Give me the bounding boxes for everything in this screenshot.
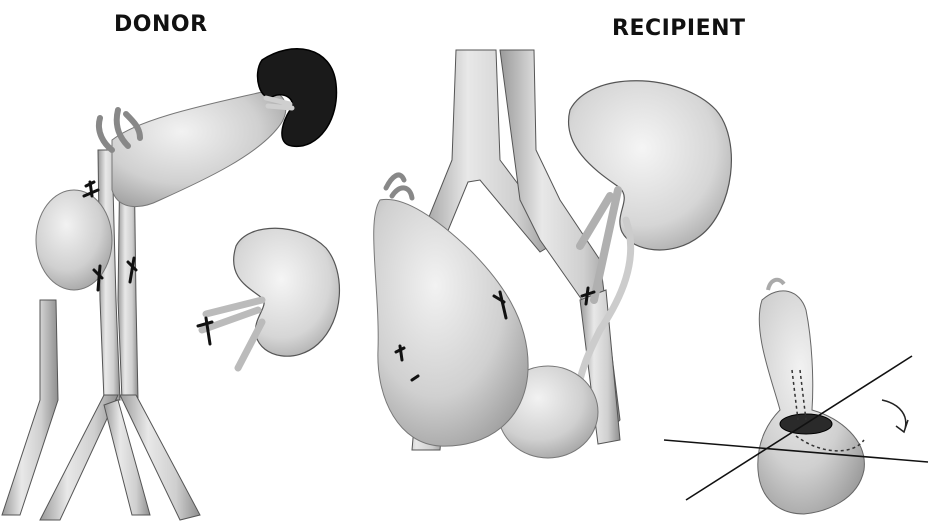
inset-top-vessels [768,280,784,290]
donor-group [2,49,339,520]
donor-iliac-left-2 [2,300,58,515]
inset-duodenum [758,291,865,514]
anastomosis-inset [664,280,928,514]
recipient-pancreas [374,199,528,446]
recipient-pancreas-duct [386,175,412,198]
inset-rotation-arrow [882,400,908,432]
donor-kidney [234,228,340,356]
donor-kidney-vessels [202,300,262,368]
donor-pancreas [112,91,286,206]
recipient-group [374,50,732,458]
